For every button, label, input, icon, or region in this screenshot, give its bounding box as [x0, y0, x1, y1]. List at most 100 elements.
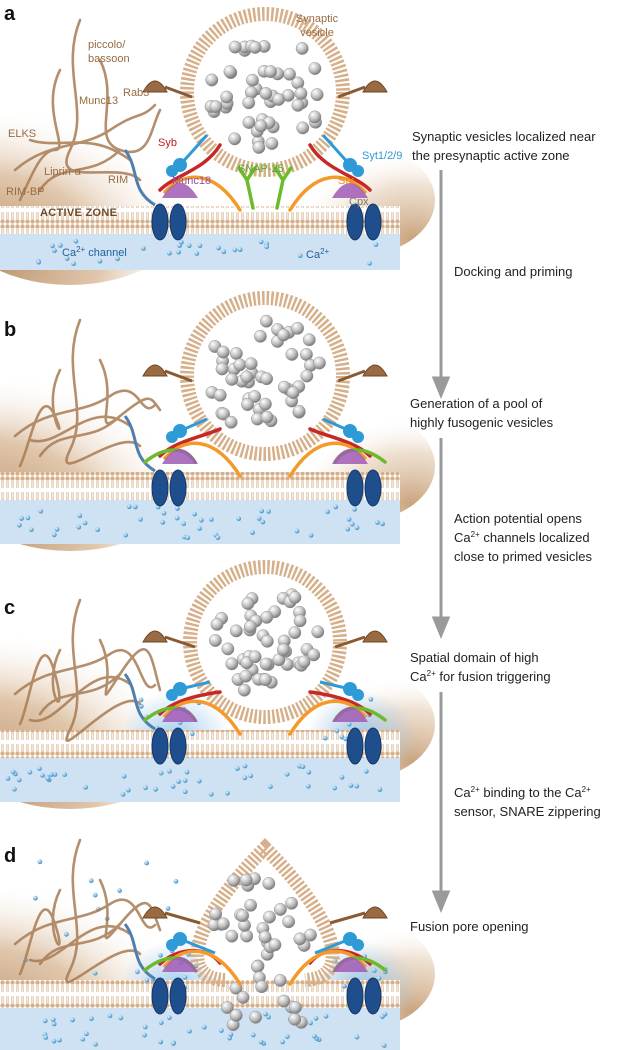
neurotransmitter — [244, 357, 258, 371]
panels-layer — [0, 7, 435, 1050]
label-liprin: Liprin-α — [44, 166, 82, 178]
calcium-ion — [83, 784, 88, 790]
cytomatrix-filament — [38, 672, 122, 716]
neurotransmitter — [242, 116, 256, 129]
rab3-protein — [362, 906, 388, 919]
neurotransmitter — [225, 657, 239, 671]
neurotransmitter — [259, 87, 273, 100]
neurotransmitter — [293, 614, 307, 628]
calcium-ion — [166, 1015, 172, 1021]
step-4-line-1: Action potential opens — [454, 511, 582, 526]
neurotransmitter — [262, 877, 276, 890]
calcium-ion — [339, 734, 345, 740]
label-cpx: Cpx — [349, 196, 369, 208]
synaptotagmin-domain — [166, 939, 178, 951]
calcium-channel — [346, 977, 364, 1015]
calcium-ion — [300, 764, 306, 770]
panel-a — [0, 7, 435, 285]
label-munc18: Munc18 — [172, 175, 211, 187]
neurotransmitter — [236, 991, 250, 1004]
calcium-ion — [333, 504, 339, 510]
calcium-ion — [305, 783, 311, 789]
calcium-ion — [182, 974, 188, 980]
neurotransmitter — [240, 370, 254, 384]
calcium-ion — [45, 776, 51, 781]
label-rab3: Rab3 — [123, 87, 149, 99]
syntaxin-right — [288, 699, 367, 736]
calcium-ion — [42, 1018, 48, 1024]
calcium-ion — [121, 773, 127, 779]
calcium-channel — [364, 469, 382, 507]
calcium-ion — [5, 776, 11, 781]
munc18-protein — [162, 449, 198, 464]
rab3-protein — [362, 80, 388, 93]
panel-d — [0, 838, 435, 1050]
neurotransmitter — [260, 634, 274, 648]
calcium-ion — [144, 977, 150, 983]
calcium-ion — [16, 777, 22, 783]
calcium-ion — [185, 535, 191, 541]
calcium-channel — [169, 727, 187, 765]
neurotransmitter — [237, 683, 251, 697]
neurotransmitter — [260, 314, 273, 328]
neurotransmitter — [228, 40, 242, 54]
calcium-ion — [107, 1013, 113, 1019]
calcium-ion — [208, 791, 214, 797]
neurotransmitter — [209, 907, 223, 921]
neurotransmitter — [273, 903, 287, 916]
calcium-ion — [84, 1031, 89, 1037]
neurotransmitter — [241, 597, 255, 610]
plasma-membrane — [0, 730, 400, 758]
calcium-ion — [256, 516, 262, 521]
neurotransmitter — [217, 407, 230, 421]
neurotransmitter — [244, 898, 258, 912]
calcium-ion — [176, 779, 181, 784]
calcium-ion — [323, 1013, 329, 1019]
calcium-ion — [334, 728, 340, 734]
calcium-ion — [339, 774, 345, 780]
calcium-ion — [308, 532, 314, 538]
snare-complex — [158, 143, 372, 212]
calcium-ion — [158, 952, 163, 958]
label-syt: Syt1/2/9 — [362, 150, 402, 162]
vesicle-membrane — [180, 7, 350, 177]
syntaxin-left — [163, 699, 242, 736]
calcium-ion — [268, 784, 273, 790]
calcium-ion — [215, 535, 221, 541]
calcium-ion — [228, 1032, 234, 1037]
calcium-ion — [345, 526, 351, 532]
label-ca-channel: Ca2+ channel — [62, 245, 127, 259]
calcium-ion — [126, 504, 132, 510]
calcium-ion — [194, 251, 200, 256]
neurotransmitter — [296, 121, 310, 135]
step-6-line-1: Ca2+ binding to the Ca2+ — [454, 785, 591, 800]
calcium-ion — [332, 785, 338, 791]
rab3-link — [329, 911, 366, 925]
label-elks: ELKS — [8, 128, 36, 140]
calcium-ion — [349, 521, 355, 527]
cytomatrix-filament — [65, 598, 142, 742]
neurotransmitter — [253, 329, 267, 343]
neurotransmitter — [302, 333, 316, 347]
calcium-channel — [169, 469, 187, 507]
calcium-ion — [375, 520, 380, 525]
calcium-ion — [52, 248, 57, 254]
calcium-ion — [89, 1016, 94, 1022]
calcium-ion — [143, 785, 148, 791]
calcium-ion — [380, 521, 385, 527]
calcium-ion — [236, 516, 242, 522]
rab3-link — [337, 369, 366, 383]
synaptotagmin-linker — [178, 133, 209, 167]
calcium-ion — [250, 530, 255, 535]
neurotransmitter — [258, 930, 272, 944]
cytomatrix-filament — [65, 838, 142, 984]
neurotransmitter — [277, 328, 290, 342]
synaptobrevin-right — [308, 143, 372, 192]
calcium-channels — [151, 203, 382, 241]
calcium-ion — [308, 1020, 313, 1026]
neurotransmitter — [288, 1012, 302, 1026]
neurotransmitter — [221, 642, 235, 656]
cytomatrix-filaments — [13, 318, 162, 468]
calcium-ion — [50, 243, 55, 249]
calcium-channel — [364, 727, 382, 765]
